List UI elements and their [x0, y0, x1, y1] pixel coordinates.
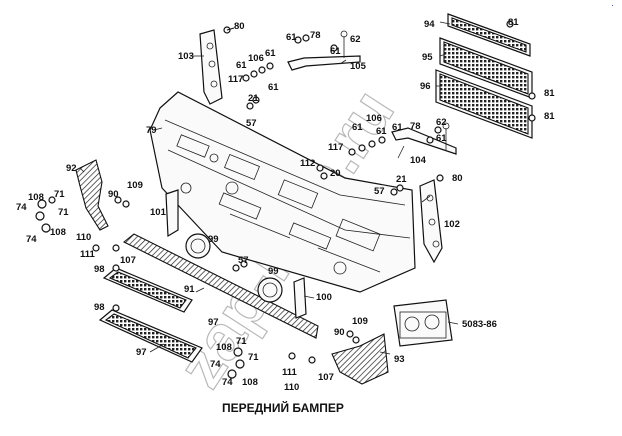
- label-108: 108: [242, 377, 258, 388]
- label-96: 96: [420, 81, 431, 92]
- label-74: 74: [26, 234, 37, 245]
- label-108: 108: [50, 227, 66, 238]
- plate-100: [293, 277, 307, 319]
- label-108: 108: [28, 192, 44, 203]
- label-107: 107: [120, 255, 136, 266]
- label-71: 71: [248, 352, 259, 363]
- label-78: 78: [310, 30, 321, 41]
- label-110: 110: [284, 382, 299, 393]
- label-21: 21: [396, 174, 407, 185]
- grille-95: [439, 37, 533, 99]
- label-61: 61: [265, 48, 276, 59]
- bumper-body: [149, 91, 416, 293]
- label-101: 101: [150, 207, 167, 218]
- label-71: 71: [58, 207, 69, 218]
- label-100: 100: [316, 292, 332, 303]
- label-21: 21: [248, 93, 259, 104]
- bracket-102: [419, 179, 443, 264]
- part-labels: 80 94 81 61 78 62 61 105 103 106 61 61 1…: [16, 17, 555, 393]
- step-grille-lower: [98, 309, 203, 363]
- label-62: 62: [436, 117, 447, 128]
- corner-cap-93: [331, 333, 389, 385]
- side-trim-92: [75, 159, 109, 231]
- lamp-99-lower: [257, 277, 283, 303]
- leader-lines: [79, 21, 459, 355]
- label-80: 80: [234, 21, 245, 32]
- label-ref-code: 5083-86: [462, 319, 497, 330]
- label-57: 57: [238, 255, 249, 266]
- label-103: 103: [178, 51, 194, 62]
- label-71: 71: [54, 189, 65, 200]
- label-62: 62: [350, 34, 361, 45]
- label-109: 109: [127, 180, 143, 191]
- fasteners: [35, 20, 536, 379]
- label-74: 74: [210, 359, 221, 370]
- label-78: 78: [410, 121, 421, 132]
- label-93: 93: [394, 354, 405, 365]
- label-104: 104: [410, 155, 427, 166]
- label-61: 61: [392, 122, 403, 133]
- label-109: 109: [352, 316, 368, 327]
- label-105: 105: [350, 61, 367, 72]
- label-95: 95: [422, 52, 433, 63]
- label-61: 61: [330, 46, 341, 57]
- label-79: 79: [146, 125, 157, 136]
- reference-module: [393, 299, 453, 347]
- label-98: 98: [94, 302, 105, 313]
- label-92: 92: [66, 163, 77, 174]
- grille-96: [435, 69, 533, 139]
- bracket-104: [391, 122, 457, 155]
- label-90: 90: [334, 327, 345, 338]
- label-81: 81: [544, 88, 555, 99]
- label-94: 94: [424, 19, 435, 30]
- label-90: 90: [108, 189, 119, 200]
- label-107: 107: [318, 372, 334, 383]
- label-98: 98: [94, 264, 105, 275]
- label-112: 112: [300, 158, 315, 169]
- label-111: 111: [282, 367, 298, 378]
- label-61: 61: [268, 82, 279, 93]
- diagram-caption: ПЕРЕДНИЙ БАМПЕР: [222, 400, 344, 415]
- bracket-105: [287, 30, 361, 71]
- label-74: 74: [222, 377, 233, 388]
- label-117: 117: [328, 142, 343, 153]
- plate-101: [165, 189, 179, 238]
- lower-strip-91: [122, 233, 319, 339]
- label-102: 102: [444, 219, 460, 230]
- label-108: 108: [216, 342, 232, 353]
- label-61: 61: [286, 32, 297, 43]
- label-111: 111: [80, 249, 96, 260]
- label-74: 74: [16, 202, 27, 213]
- label-106: 106: [248, 53, 264, 64]
- label-97: 97: [208, 317, 219, 328]
- label-80: 80: [452, 173, 463, 184]
- label-61: 61: [436, 133, 447, 144]
- label-91: 91: [184, 284, 195, 295]
- label-99: 99: [268, 266, 279, 277]
- label-61: 61: [352, 122, 363, 133]
- corner-mark: ·: [611, 0, 614, 10]
- label-57: 57: [374, 186, 385, 197]
- grille-94: [447, 13, 531, 57]
- label-57: 57: [246, 118, 257, 129]
- label-61: 61: [236, 60, 247, 71]
- label-81: 81: [508, 17, 519, 28]
- label-106: 106: [366, 113, 382, 124]
- label-110: 110: [76, 232, 91, 243]
- label-99: 99: [208, 234, 219, 245]
- lamp-99-upper: [185, 233, 211, 259]
- label-71: 71: [236, 336, 247, 347]
- step-grille-upper: [102, 267, 193, 313]
- label-20: 20: [330, 168, 341, 179]
- label-61: 61: [376, 126, 387, 137]
- label-97: 97: [136, 347, 147, 358]
- label-117: 117: [228, 74, 243, 85]
- label-81: 81: [544, 111, 555, 122]
- bracket-103: [199, 29, 223, 105]
